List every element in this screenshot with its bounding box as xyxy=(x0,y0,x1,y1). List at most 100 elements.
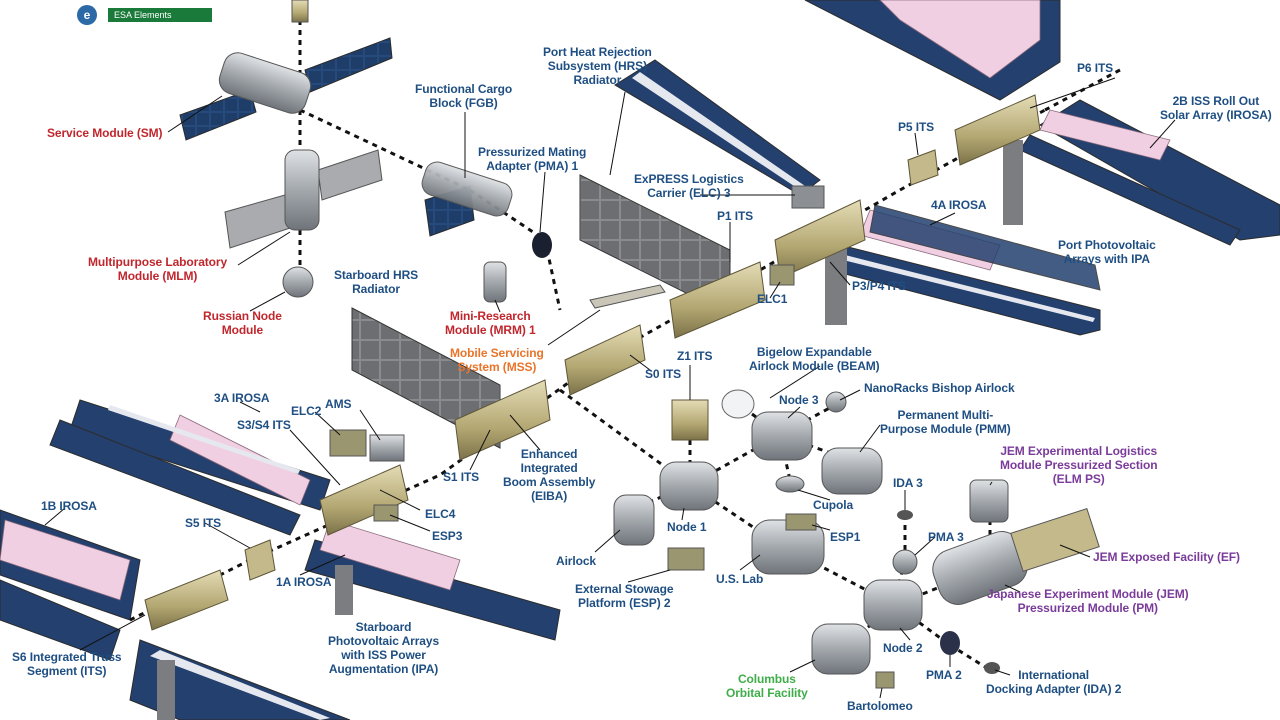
mrm1-module xyxy=(483,261,507,303)
elc3-carrier xyxy=(791,185,825,209)
label-mlm: Multipurpose Laboratory Module (MLM) xyxy=(88,255,228,283)
stbd-array-1a-irosa xyxy=(319,519,461,591)
label-node2: Node 2 xyxy=(883,641,923,655)
label-s0: S0 ITS xyxy=(645,367,682,381)
label-jem-pm: Japanese Experiment Module (JEM) Pressur… xyxy=(987,587,1189,615)
label-esp3: ESP3 xyxy=(432,529,463,543)
truss-segments xyxy=(144,94,1041,631)
label-airlock: Airlock xyxy=(556,554,596,568)
airlock-module xyxy=(613,494,655,546)
port-array-right-irosa xyxy=(1039,109,1171,161)
russian-node xyxy=(282,266,314,298)
port-array-top-irosa xyxy=(879,0,1041,79)
esa-logo-icon: e xyxy=(77,5,97,25)
nanoracks-bishop xyxy=(825,391,847,413)
label-elc4: ELC4 xyxy=(425,507,456,521)
label-port-pv: Port Photovoltaic Arrays with IPA xyxy=(1058,238,1156,266)
label-irosa-2b: 2B ISS Roll Out Solar Array (IROSA) xyxy=(1160,94,1272,122)
s0-truss xyxy=(564,324,646,396)
starboard-solar-arrays xyxy=(0,399,561,720)
label-s5: S5 ITS xyxy=(185,516,222,530)
port-array-lower-strip xyxy=(843,255,1095,322)
label-elc3: ExPRESS Logistics Carrier (ELC) 3 xyxy=(634,172,744,200)
conn-pma2-ida2 xyxy=(949,643,991,672)
service-module xyxy=(218,52,312,114)
label-p3p4: P3/P4 ITS xyxy=(852,279,906,293)
sm-solar-right xyxy=(304,37,393,93)
label-jem-elm: JEM Experimental Logistics Module Pressu… xyxy=(1000,444,1158,486)
label-pma1: Pressurized Mating Adapter (PMA) 1 xyxy=(478,145,587,173)
stbd-array-3a-lower xyxy=(49,419,301,536)
port-array-mid xyxy=(869,204,1101,291)
p6-mast xyxy=(1003,140,1023,225)
svg-text:e: e xyxy=(84,8,91,22)
esp3-carrier xyxy=(373,504,399,522)
node3-module xyxy=(751,411,813,461)
label-esp1: ESP1 xyxy=(830,530,861,544)
modules xyxy=(218,0,1100,689)
label-irosa-1a: 1A IROSA xyxy=(276,575,332,589)
label-cupola: Cupola xyxy=(813,498,854,512)
ida2-ring xyxy=(984,662,1000,674)
mss-arm xyxy=(589,284,666,309)
esa-legend: e ESA Elements xyxy=(72,4,212,26)
label-service-module: Service Module (SM) xyxy=(47,126,163,140)
ams-module xyxy=(369,434,405,462)
label-ams: AMS xyxy=(325,397,352,411)
label-nanoracks: NanoRacks Bishop Airlock xyxy=(864,381,1015,395)
fgb-module xyxy=(421,161,513,217)
label-z1: Z1 ITS xyxy=(677,349,713,363)
label-s3s4: S3/S4 ITS xyxy=(237,418,291,432)
label-node3: Node 3 xyxy=(779,393,819,407)
label-s6: S6 Integrated Truss Segment (ITS) xyxy=(12,650,122,678)
sm-solar-left xyxy=(179,89,257,141)
s3s4-truss xyxy=(319,464,409,536)
ida3-ring xyxy=(897,510,913,520)
p1-truss xyxy=(669,261,766,339)
z1-truss xyxy=(671,399,709,441)
p3p4-mast xyxy=(825,245,847,325)
label-russian-node: Russian Node Module xyxy=(203,309,282,337)
leader-lines xyxy=(44,77,1176,699)
stbd-array-1b-irosa xyxy=(0,519,131,601)
elc1-carrier xyxy=(769,264,795,286)
mlm-module xyxy=(284,149,320,231)
node1-module xyxy=(659,461,719,511)
label-pma2: PMA 2 xyxy=(926,668,962,682)
label-elc1: ELC1 xyxy=(757,292,788,306)
label-ida3: IDA 3 xyxy=(893,476,923,490)
pma2 xyxy=(940,631,960,655)
port-array-b-strip xyxy=(632,72,808,192)
jem-elm-module xyxy=(969,479,1009,523)
label-columbus: Columbus Orbital Facility xyxy=(726,672,808,700)
label-us-lab: U.S. Lab xyxy=(716,572,764,586)
label-irosa-4a: 4A IROSA xyxy=(931,198,987,212)
pma3 xyxy=(892,549,918,575)
label-elc2: ELC2 xyxy=(291,404,322,418)
bartolomeo-platform xyxy=(875,671,895,689)
label-jem-ef: JEM Exposed Facility (EF) xyxy=(1093,550,1240,564)
conn-node1-node3 xyxy=(689,433,781,487)
label-s1: S1 ITS xyxy=(443,470,480,484)
label-pmm: Permanent Multi- Purpose Module (PMM) xyxy=(880,408,1011,436)
label-p5: P5 ITS xyxy=(898,120,935,134)
label-esp2: External Stowage Platform (ESP) 2 xyxy=(575,582,674,610)
mlm-solar-right xyxy=(317,149,383,201)
jem-ef-platform xyxy=(1010,507,1100,573)
stbd-array-3a-strip xyxy=(108,405,300,474)
pma1 xyxy=(532,232,552,258)
radiators xyxy=(351,140,1023,449)
esa-legend-label: ESA Elements xyxy=(108,8,212,22)
label-ida2: International Docking Adapter (IDA) 2 xyxy=(986,668,1122,696)
label-beam: Bigelow Expandable Airlock Module (BEAM) xyxy=(749,345,880,373)
stbd-hrs-radiator xyxy=(351,307,501,449)
columbus-module xyxy=(811,623,871,675)
label-node1: Node 1 xyxy=(667,520,707,534)
label-irosa-3a: 3A IROSA xyxy=(214,391,270,405)
elc2-carrier xyxy=(329,429,367,457)
top-soyuz xyxy=(291,0,309,23)
mlm-solar-left xyxy=(224,194,291,249)
stbd-mast-2 xyxy=(157,660,175,720)
